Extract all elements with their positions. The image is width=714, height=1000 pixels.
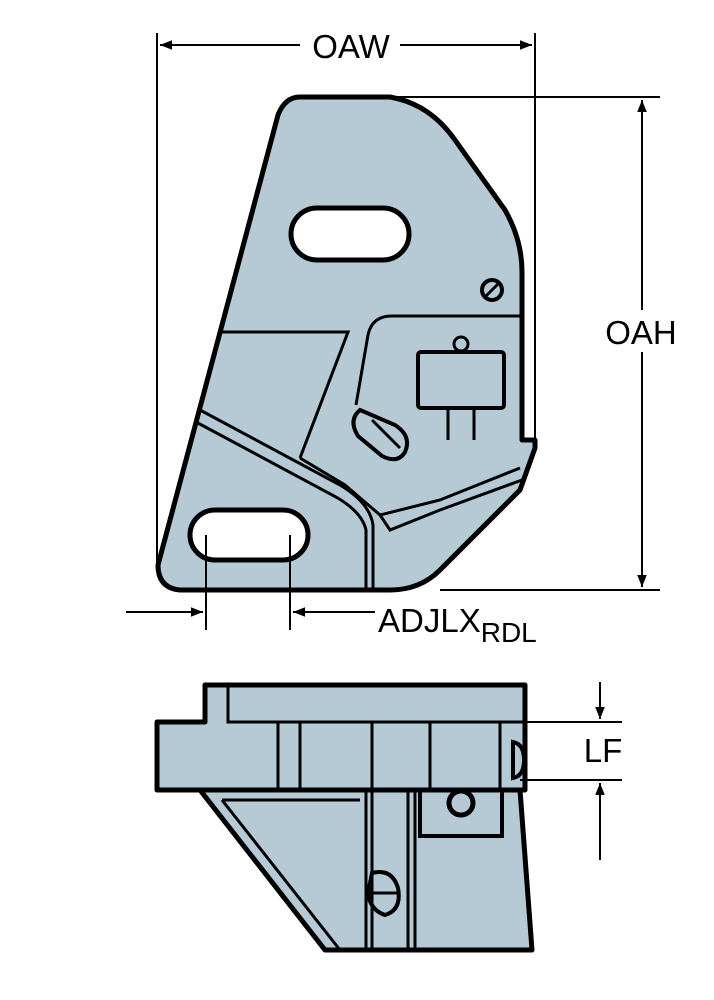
adjlx-dimension: ADJLXRDL <box>126 535 537 648</box>
oaw-label: OAW <box>312 28 390 65</box>
front-view-clamp-block <box>416 350 506 410</box>
front-view-body <box>155 94 538 593</box>
side-view-screw <box>365 870 401 918</box>
oah-label: OAH <box>605 314 677 351</box>
oaw-dimension: OAW <box>156 28 536 565</box>
front-view-lever-slot <box>370 418 402 450</box>
lf-dimension: LF <box>500 682 622 860</box>
side-view <box>154 682 535 953</box>
side-view-side-nub <box>511 739 527 781</box>
lf-label: LF <box>584 732 623 769</box>
oah-dimension: OAH <box>390 96 677 591</box>
front-view-clamp-pocket <box>354 314 522 406</box>
side-view-ribs <box>276 722 502 790</box>
side-view-upper-body <box>154 682 528 793</box>
front-view-seat-line <box>378 478 523 532</box>
adjlx-label: ADJLXRDL <box>378 602 537 648</box>
front-view-clamp-stem <box>446 408 476 440</box>
front-view-ramp-line <box>199 408 375 590</box>
side-view-hole <box>446 788 476 818</box>
front-view-upper-step-line <box>222 330 351 459</box>
side-view-vertical-lines <box>364 790 417 950</box>
front-view-lower-slot <box>187 507 311 563</box>
front-view-ramp-line-2 <box>195 420 368 590</box>
screw-icon <box>480 278 504 302</box>
front-view-upper-slot <box>288 205 412 263</box>
side-view-taper-line <box>220 798 360 951</box>
front-view-clamp-pin <box>452 335 470 353</box>
front-view <box>155 94 538 593</box>
front-view-lever <box>351 407 409 462</box>
screw-slot <box>484 282 500 298</box>
side-view-top-step <box>226 685 525 724</box>
